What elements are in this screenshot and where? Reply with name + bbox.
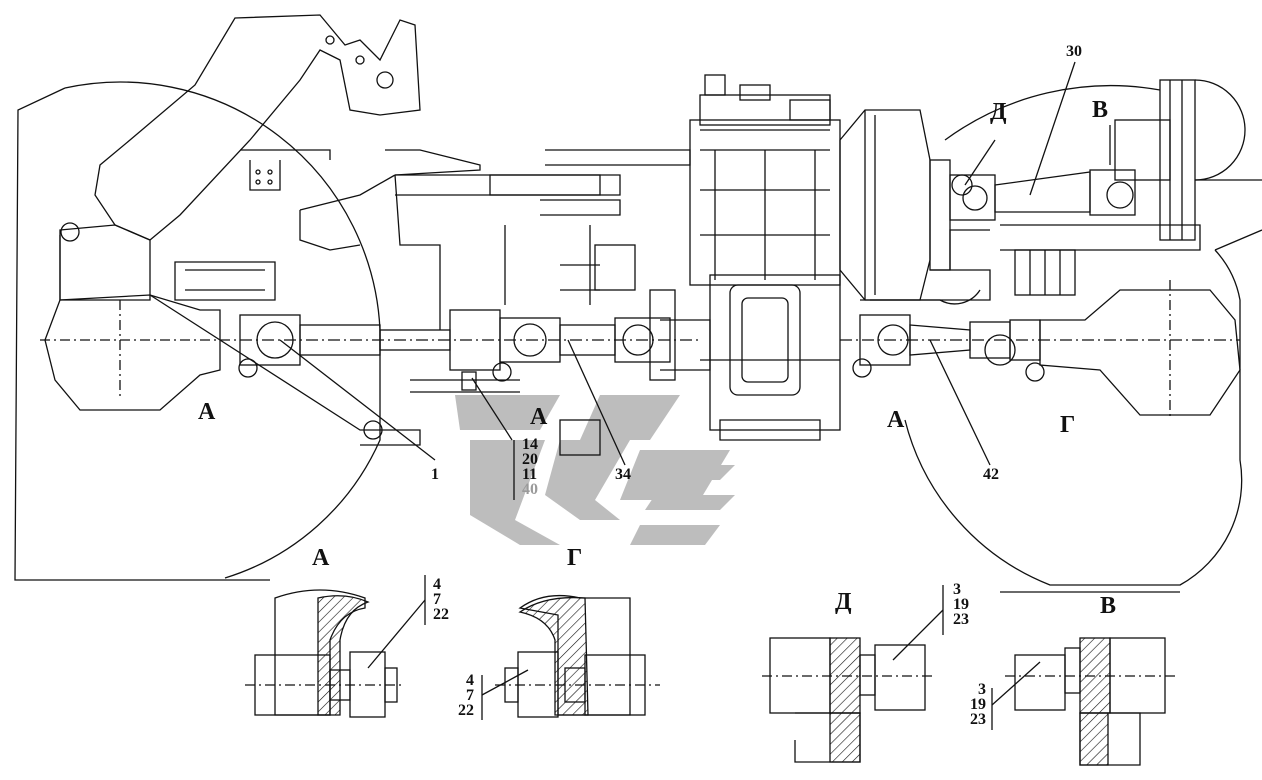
callout-34: 34 (615, 466, 631, 483)
callout-stack-a: 4 7 22 (433, 576, 449, 623)
leader-d (964, 139, 996, 186)
view-label-g-right: Г (1060, 412, 1076, 438)
detail-circle-d (951, 174, 973, 196)
detail-D (762, 585, 944, 763)
detail-title-a: А (312, 545, 330, 571)
stack-a-item: 22 (433, 606, 449, 623)
detail-A (245, 575, 426, 718)
view-label-d-top: Д (990, 99, 1007, 125)
stack-v-item: 23 (970, 711, 986, 728)
leader-14 (471, 377, 513, 441)
left-axle-housing (44, 294, 221, 411)
detail-title-v: В (1100, 593, 1117, 619)
stack-v-item: 19 (970, 696, 986, 713)
callout-stack-v: 3 19 23 (962, 681, 986, 728)
leader-34 (567, 339, 626, 466)
detail-title-g: Г (567, 545, 583, 571)
callout-1: 1 (431, 466, 439, 483)
leader-42 (929, 339, 991, 466)
left-bracket (94, 14, 421, 241)
view-label-a-right: А (887, 407, 905, 433)
stack-g-item: 7 (466, 687, 474, 704)
detail-circle-g (1025, 362, 1045, 382)
detail-circle-a3 (852, 358, 872, 378)
stack-center-item: 40 (522, 481, 538, 498)
watermark-logo (455, 395, 735, 545)
stack-v-item: 3 (978, 681, 986, 698)
right-axle-housing (1039, 289, 1241, 416)
view-label-v-top: В (1092, 97, 1109, 123)
callout-30: 30 (1066, 43, 1082, 60)
detail-V (991, 637, 1175, 766)
detail-title-d: Д (835, 589, 852, 615)
stack-center-item: 14 (522, 436, 538, 453)
cardan-shaft-left (239, 309, 700, 371)
view-label-a-center: А (530, 404, 548, 430)
stack-d-item: 3 (953, 581, 961, 598)
detail-circle-a1 (238, 358, 258, 378)
callout-stack-g: 4 7 22 (450, 672, 474, 719)
callout-stack-center: 14 20 11 40 (522, 436, 538, 498)
converter-housing (839, 109, 991, 305)
detail-G (481, 594, 660, 720)
callout-stack-d: 3 19 23 (953, 581, 969, 628)
stack-a-item: 4 (433, 576, 441, 593)
right-circle-arc (904, 249, 1243, 586)
left-frame-outline (14, 87, 270, 581)
stack-a-item: 7 (433, 591, 441, 608)
leader-1 (279, 339, 436, 461)
detail-circle-a2 (492, 362, 512, 382)
stack-center-item: 11 (522, 466, 538, 483)
left-circle-arc (64, 81, 381, 579)
callout-42: 42 (983, 466, 999, 483)
stack-g-item: 22 (458, 702, 474, 719)
stack-d-item: 23 (953, 611, 969, 628)
stack-g-item: 4 (466, 672, 474, 689)
stack-d-item: 19 (953, 596, 969, 613)
view-label-a-left: А (198, 399, 216, 425)
cardan-shaft-upper-right (949, 79, 1262, 296)
stack-center-item: 20 (522, 451, 538, 468)
leader-30 (1029, 61, 1076, 196)
gearbox (649, 74, 841, 441)
